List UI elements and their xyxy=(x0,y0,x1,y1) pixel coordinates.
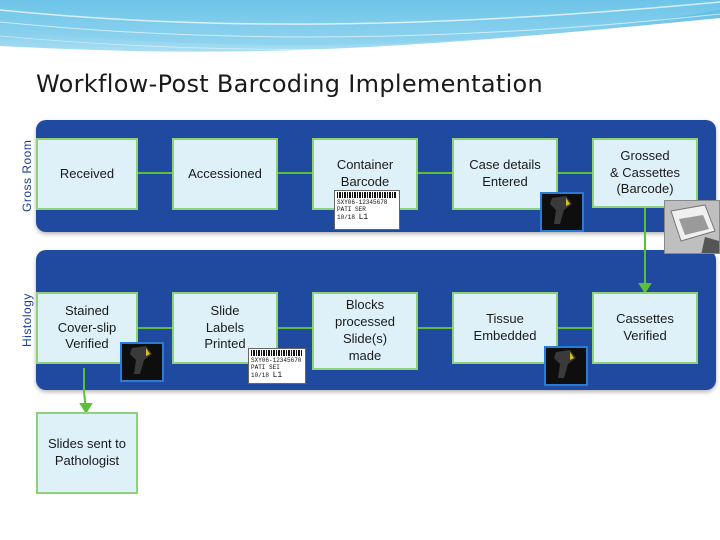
slide-label-name: PATI SEI xyxy=(251,364,280,371)
slide-barcode-label: SXY06-12345670 PATI SEI 10/18 L1 xyxy=(248,348,306,384)
barcode-bars xyxy=(337,192,397,198)
barcode-scanner-icon xyxy=(544,346,588,386)
barcode-scanner-icon xyxy=(120,342,164,382)
node-received: Received xyxy=(36,138,138,210)
node-tissue-embedded: Tissue Embedded xyxy=(452,292,558,364)
cassette-photo xyxy=(664,200,720,254)
node-slides-sent-to-pathologist: Slides sent to Pathologist xyxy=(36,412,138,494)
container-barcode-label: SXY06-12345678 PATI SER 10/18 L1 xyxy=(334,190,400,230)
node-blocks-processed: Blocks processed Slide(s) made xyxy=(312,292,418,370)
slide-label-code: SXY06-12345670 xyxy=(251,357,302,364)
node-accessioned: Accessioned xyxy=(172,138,278,210)
container-label-part: L1 xyxy=(358,213,369,222)
container-label-name: PATI SER xyxy=(337,206,366,213)
barcode-bars xyxy=(251,350,303,356)
slide-label-part: L1 xyxy=(272,371,283,380)
slide-label-date: 10/18 xyxy=(251,372,270,379)
page-title: Workflow-Post Barcoding Implementation xyxy=(36,70,544,98)
container-label-code: SXY06-12345678 xyxy=(337,199,388,206)
node-grossed-cassettes-barcode: Grossed & Cassettes (Barcode) xyxy=(592,138,698,208)
container-label-date: 10/18 xyxy=(337,214,356,221)
connector-arrow-cassettes xyxy=(638,283,652,294)
node-cassettes-verified: Cassettes Verified xyxy=(592,292,698,364)
node-slide-labels-printed: Slide Labels Printed xyxy=(172,292,278,364)
connector-arrow-slides xyxy=(79,403,93,414)
header-banner xyxy=(0,0,720,80)
barcode-scanner-icon xyxy=(540,192,584,232)
